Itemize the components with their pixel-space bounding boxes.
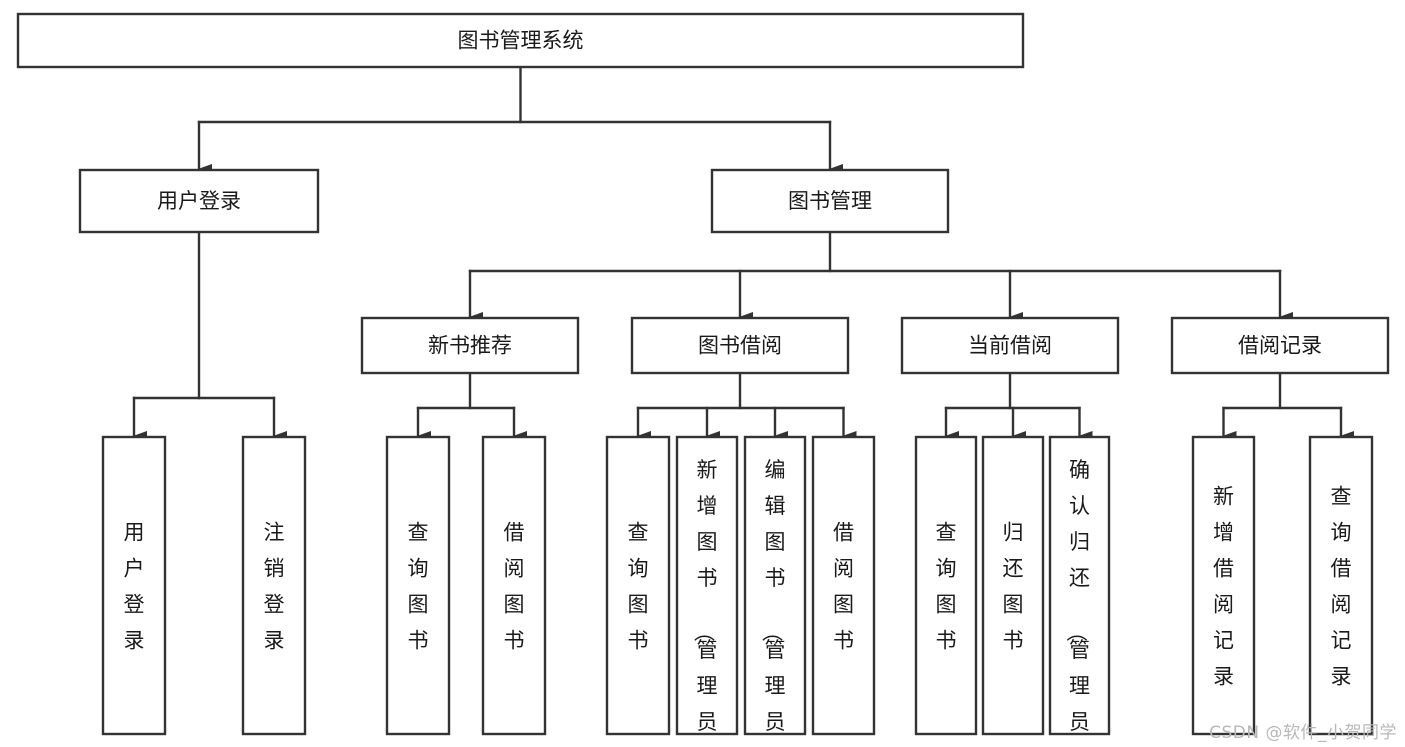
node-leaf-user-login[interactable]: 用户登录 (101, 435, 167, 736)
connector-group-user-login (132, 230, 287, 441)
node-leaf-confirm-return[interactable]: 确认归还（管理员） (1048, 435, 1111, 747)
connector-group-root (197, 65, 843, 174)
node-box[interactable] (1048, 435, 1111, 736)
node-box[interactable] (900, 316, 1120, 375)
node-box[interactable] (78, 168, 320, 234)
node-box[interactable] (101, 435, 167, 736)
node-leaf-borrow-book-bor[interactable]: 借阅图书 (811, 435, 876, 736)
node-box[interactable] (710, 168, 950, 234)
node-user-login[interactable]: 用户登录 (78, 168, 320, 234)
node-box[interactable] (605, 435, 671, 736)
node-leaf-borrow-book-rec[interactable]: 借阅图书 (481, 435, 547, 736)
node-leaf-return-book[interactable]: 归还图书 (981, 435, 1045, 736)
node-root[interactable]: 图书管理系统 (16, 12, 1025, 69)
node-label: 编辑图书（管理员） (760, 458, 786, 747)
node-leaf-edit-book[interactable]: 编辑图书（管理员） (743, 435, 807, 747)
node-label: 新增图书（管理员） (692, 458, 718, 747)
node-label: 查询借阅记录 (1331, 484, 1352, 688)
node-box[interactable] (675, 435, 739, 736)
connector-group-book-manage (468, 230, 1293, 322)
node-label: 借阅记录 (1238, 334, 1322, 358)
node-box[interactable] (811, 435, 876, 736)
nodes-layer: 图书管理系统用户登录图书管理新书推荐图书借阅当前借阅借阅记录用户登录注销登录查询… (16, 12, 1390, 747)
node-label: 图书管理 (788, 189, 872, 213)
node-box[interactable] (385, 435, 451, 736)
edges-layer (132, 65, 1354, 441)
node-label: 查询图书 (936, 520, 957, 652)
connector-group-book-borrow (636, 371, 857, 441)
node-new-book-rec[interactable]: 新书推荐 (360, 316, 580, 375)
node-label: 用户登录 (124, 520, 145, 652)
node-label: 新书推荐 (428, 334, 512, 358)
node-label: 查询图书 (628, 520, 649, 652)
connector-group-borrow-record (1222, 371, 1354, 441)
node-box[interactable] (481, 435, 547, 736)
node-borrow-record[interactable]: 借阅记录 (1170, 316, 1390, 375)
connector-group-new-book-rec (416, 371, 527, 441)
node-box[interactable] (360, 316, 580, 375)
node-box[interactable] (241, 435, 307, 736)
node-label: 新增借阅记录 (1213, 484, 1234, 688)
node-box[interactable] (1191, 435, 1256, 736)
node-book-borrow[interactable]: 图书借阅 (630, 316, 850, 375)
connector-group-current-borrow (944, 371, 1093, 441)
node-leaf-user-logout[interactable]: 注销登录 (241, 435, 307, 736)
node-book-manage[interactable]: 图书管理 (710, 168, 950, 234)
node-leaf-query-book-rec[interactable]: 查询图书 (385, 435, 451, 736)
node-leaf-add-book[interactable]: 新增图书（管理员） (675, 435, 739, 747)
node-label: 图书管理系统 (458, 29, 584, 53)
node-label: 用户登录 (157, 189, 241, 213)
node-box[interactable] (16, 12, 1025, 69)
node-box[interactable] (914, 435, 978, 736)
node-label: 借阅图书 (504, 520, 525, 652)
node-label: 图书借阅 (698, 334, 782, 358)
watermark-label: CSDN @软件_小贺同学 (1209, 723, 1397, 743)
node-label: 确认归还（管理员） (1064, 458, 1090, 747)
node-leaf-query-book-bor[interactable]: 查询图书 (605, 435, 671, 736)
node-label: 归还图书 (1003, 520, 1024, 652)
node-label: 查询图书 (408, 520, 429, 652)
node-label: 借阅图书 (833, 520, 854, 652)
node-leaf-add-record[interactable]: 新增借阅记录 (1191, 435, 1256, 736)
node-leaf-query-record[interactable]: 查询借阅记录 (1308, 435, 1374, 736)
node-current-borrow[interactable]: 当前借阅 (900, 316, 1120, 375)
node-label: 注销登录 (264, 520, 285, 652)
node-label: 当前借阅 (968, 334, 1052, 358)
node-box[interactable] (630, 316, 850, 375)
node-box[interactable] (1170, 316, 1390, 375)
node-leaf-query-book-cur[interactable]: 查询图书 (914, 435, 978, 736)
node-box[interactable] (981, 435, 1045, 736)
node-box[interactable] (1308, 435, 1374, 736)
node-box[interactable] (743, 435, 807, 736)
